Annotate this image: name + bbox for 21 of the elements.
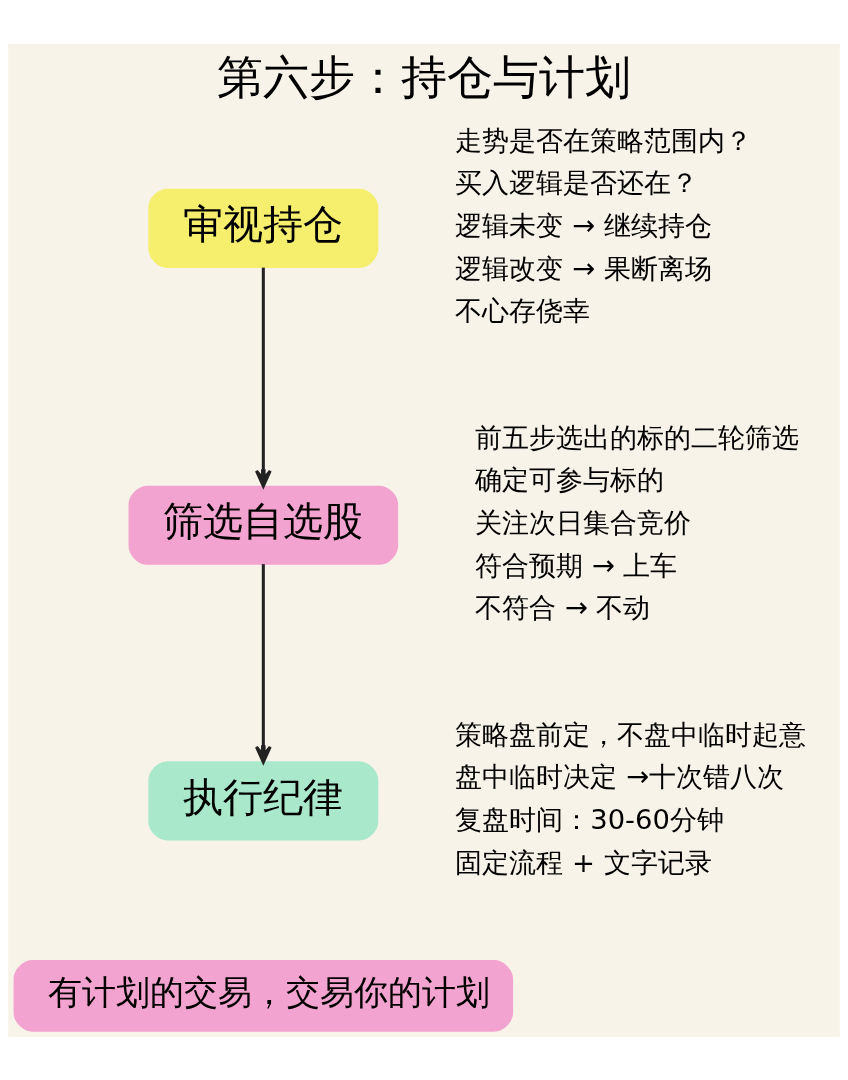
node-label: 前五步选出的标的二轮筛选 — [475, 421, 800, 453]
node-label: 逻辑改变 → 果断离场 — [455, 252, 712, 284]
node-label: 复盘时间：30-60分钟 — [455, 803, 724, 835]
node-box: 有计划的交易，交易你的计划 — [13, 959, 514, 1032]
arrow — [254, 267, 272, 488]
node-label: 盘中临时决定 →十次错八次 — [455, 760, 784, 792]
node-label: 不符合 → 不动 — [475, 591, 651, 623]
node-label: 买入逻辑是否还在？ — [455, 166, 699, 198]
node-label: 走势是否在策略范围内？ — [455, 124, 753, 156]
node-box: 筛选自选股 — [128, 485, 399, 565]
arrow — [254, 563, 272, 764]
node-box: 审视持仓 — [148, 188, 379, 268]
node-box: 执行纪律 — [148, 760, 379, 841]
node-label: 逻辑未变 → 继续持仓 — [455, 209, 712, 241]
node-label: 固定流程 + 文字记录 — [455, 846, 712, 878]
node-label: 不心存侥幸 — [455, 294, 591, 326]
node-label: 确定可参与标的 — [475, 463, 665, 495]
diagram-title: 第六步：持仓与计划 — [217, 50, 631, 104]
node-label: 关注次日集合竞价 — [475, 506, 692, 538]
node-label: 符合预期 → 上车 — [475, 549, 678, 581]
node-label: 策略盘前定，不盘中临时起意 — [455, 718, 807, 750]
